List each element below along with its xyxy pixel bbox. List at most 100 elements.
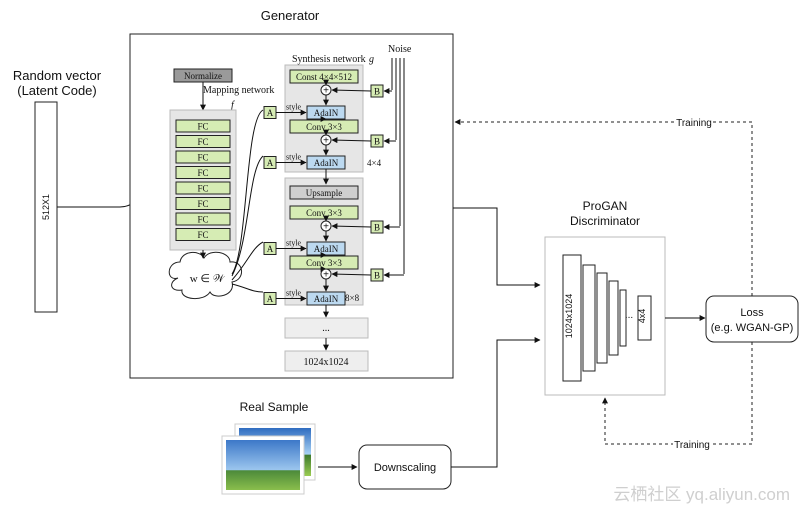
discriminator-layer-2	[582, 264, 596, 372]
generator-title: Generator	[261, 8, 320, 23]
w-to-a3-curve	[231, 241, 264, 281]
discriminator-title: ProGAN	[583, 199, 628, 213]
noise-scale-b-label: B	[374, 271, 380, 281]
random-vector-title: Random vector	[13, 68, 102, 83]
style-label: style	[286, 289, 302, 298]
fc-stack: FC FC FC FC FC FC FC FC	[175, 119, 231, 241]
b-to-plus-arrow-2	[331, 137, 372, 144]
conv-label: Conv 3×3	[306, 208, 342, 218]
real-sample-images	[221, 423, 316, 495]
fc-layer-7	[175, 212, 231, 226]
noise-add-symbol: +	[323, 270, 329, 281]
mapping-network-label: Mapping network	[203, 85, 274, 96]
style-affine-a-label: A	[267, 108, 274, 118]
fc-layer-8	[175, 228, 231, 241]
discriminator-layers	[562, 254, 652, 382]
adain-box-3	[306, 241, 346, 256]
training-top-bg	[676, 116, 712, 128]
synthesis-network-label: Synthesis network	[292, 54, 366, 65]
conv-label: Conv 3×3	[306, 122, 342, 132]
latent-vector-size: 512X1	[41, 194, 51, 220]
downscaling-to-discriminator-arrow	[451, 337, 541, 468]
loss-example: (e.g. WGAN-GP)	[711, 322, 794, 334]
generator-output-box	[284, 350, 369, 372]
style-label: style	[286, 239, 302, 248]
style-affine-a-label: A	[267, 158, 274, 168]
w-to-a4-curve	[231, 283, 264, 293]
res-8x8-label: 8×8	[345, 293, 360, 303]
discriminator-layer-6	[637, 295, 652, 341]
adain-label: AdaIN	[314, 158, 339, 168]
style-affine-a-label: A	[267, 244, 274, 254]
mapping-network-f: f	[231, 100, 235, 111]
discriminator-layer-1	[562, 254, 582, 382]
fc-layer-5	[175, 181, 231, 195]
noise-add-symbol: +	[323, 136, 329, 147]
noise-scale-b-label: B	[374, 137, 380, 147]
noise-add-symbol: +	[323, 86, 329, 97]
mapping-network-panel	[169, 109, 237, 251]
discriminator-subtitle: Discriminator	[570, 214, 640, 228]
fc-layer-label: FC	[197, 199, 208, 209]
style-affine-a-label: A	[267, 294, 274, 304]
more-blocks-ellipsis: ...	[322, 323, 330, 334]
discriminator-ellipsis: ...	[625, 310, 633, 321]
upsample-box	[289, 185, 359, 200]
fc-layer-label: FC	[197, 153, 208, 163]
const-label: Const 4×4×512	[296, 72, 352, 82]
discriminator-layer-4	[608, 280, 619, 356]
style-label: style	[286, 103, 302, 112]
noise-scale-b-label: B	[374, 223, 380, 233]
fc-layer-3	[175, 150, 231, 164]
noise-add-symbol: +	[323, 222, 329, 233]
training-bottom-bg	[673, 438, 711, 450]
normalize-label: Normalize	[184, 71, 222, 81]
discriminator-layer-5	[619, 289, 627, 347]
fc-layer-label: FC	[197, 215, 208, 225]
b-to-plus-arrow-4	[331, 271, 372, 278]
fc-layer-label: FC	[197, 122, 208, 132]
noise-scale-b-label: B	[374, 87, 380, 97]
w-latent-cloud	[168, 251, 242, 299]
real-sample-title: Real Sample	[240, 400, 309, 414]
training-top-label: Training	[676, 118, 712, 129]
adain-label: AdaIN	[314, 244, 339, 254]
generator-to-discriminator-arrow	[453, 207, 541, 288]
synthesis-network-g: g	[369, 54, 374, 65]
adain-label: AdaIN	[314, 108, 339, 118]
downscaling-label: Downscaling	[374, 462, 436, 474]
sample-image-front	[226, 440, 300, 490]
w-to-a2-curve	[231, 155, 264, 277]
discriminator-input-size: 1024x1024	[564, 294, 574, 339]
random-vector-subtitle: (Latent Code)	[17, 83, 97, 98]
fc-layer-4	[175, 166, 231, 179]
fc-layer-label: FC	[197, 230, 208, 240]
loss-label: Loss	[740, 307, 764, 319]
noise-label: Noise	[388, 44, 412, 55]
fc-layer-1	[175, 119, 231, 133]
style-label: style	[286, 153, 302, 162]
generator-output-label: 1024x1024	[304, 357, 349, 368]
res-4x4-label: 4×4	[367, 158, 382, 168]
adain-box-1	[306, 105, 346, 120]
training-bottom-label: Training	[674, 440, 710, 451]
fc-layer-2	[175, 135, 231, 148]
w-to-a1-curve	[231, 109, 264, 275]
discriminator-layer-3	[596, 272, 608, 364]
loss-box	[705, 295, 799, 343]
fc-layer-label: FC	[197, 184, 208, 194]
watermark: 云栖社区 yq.aliyun.com	[613, 485, 790, 504]
upsample-label: Upsample	[306, 188, 343, 198]
discriminator-output-size: 4x4	[637, 309, 647, 324]
fc-layer-label: FC	[197, 168, 208, 178]
w-latent-label: w ∈ 𝒲	[190, 273, 226, 285]
conv-label: Conv 3×3	[306, 258, 342, 268]
adain-label: AdaIN	[314, 294, 339, 304]
fc-layer-label: FC	[197, 137, 208, 147]
b-to-plus-arrow-3	[331, 223, 372, 230]
training-loop-generator	[454, 119, 753, 296]
fc-layer-6	[175, 197, 231, 210]
b-to-plus-arrow-1	[331, 87, 372, 94]
